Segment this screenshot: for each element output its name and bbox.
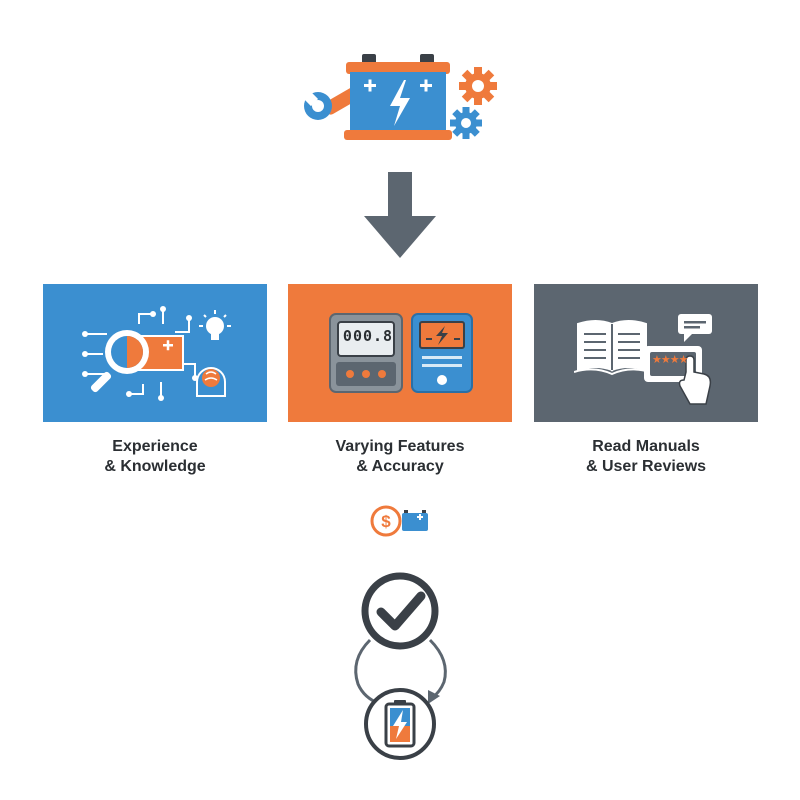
card-experience (43, 284, 267, 422)
label-experience-line1: Experience (112, 438, 198, 455)
label-features-line1: Varying Features (335, 438, 465, 455)
cycle-arrows-icon (344, 630, 456, 710)
checkmark-circle-icon (357, 568, 443, 654)
review-stars: ★★★★ (652, 353, 688, 366)
card-features: 000.8 (288, 284, 512, 422)
battery-cost-icon: $ (370, 504, 432, 538)
manual-reviews-icon (574, 312, 724, 408)
battery-repair-icon (296, 48, 506, 153)
battery-inspect-icon (79, 304, 239, 404)
label-manuals-line2: & User Reviews (585, 458, 707, 475)
multimeter-icon (328, 312, 474, 396)
label-features: Varying Features & Accuracy (288, 437, 512, 477)
label-features-line2: & Accuracy (356, 458, 444, 475)
svg-text:$: $ (381, 512, 391, 531)
label-manuals-line1: Read Manuals (592, 438, 700, 455)
label-experience: Experience & Knowledge (43, 437, 267, 477)
label-experience-line2: & Knowledge (104, 458, 206, 475)
meter-readout: 000.8 (342, 327, 394, 345)
arrow-down-icon (364, 172, 436, 260)
label-manuals: Read Manuals & User Reviews (534, 437, 758, 477)
battery-charge-icon (362, 686, 438, 762)
card-manuals: ★★★★ (534, 284, 758, 422)
